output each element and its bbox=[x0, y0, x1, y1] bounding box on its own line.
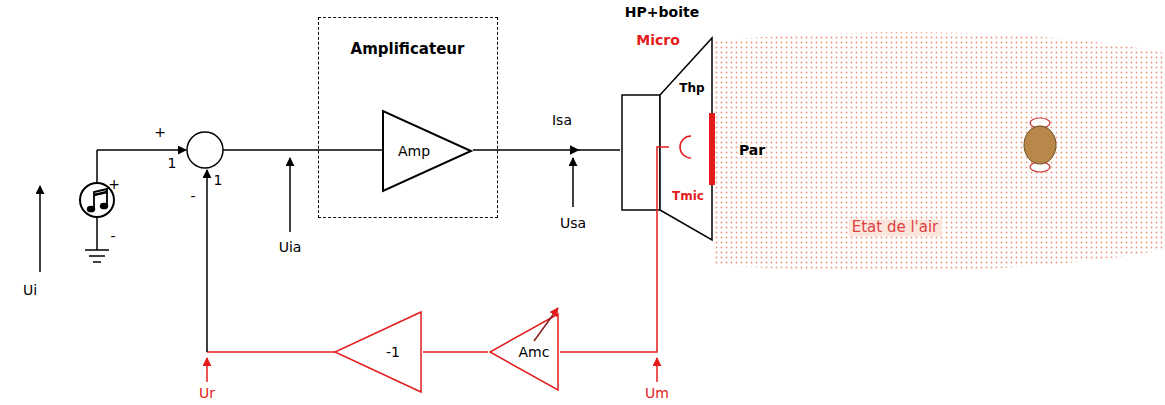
inverter-triangle: -1 bbox=[333, 310, 423, 394]
signal-label: Um bbox=[645, 385, 669, 401]
air-region: Etat de l'air bbox=[714, 35, 1165, 270]
outline-stroke bbox=[335, 312, 421, 392]
node-text: Amplificateur bbox=[351, 41, 465, 58]
node-text: Thp bbox=[679, 82, 704, 96]
outline-stroke bbox=[490, 314, 558, 390]
wire-stroke bbox=[223, 149, 382, 151]
audio-source bbox=[40, 150, 186, 272]
node-text: Micro bbox=[636, 32, 680, 48]
summing-junction bbox=[187, 132, 382, 232]
signal-label: + bbox=[154, 124, 166, 140]
outline-stroke bbox=[534, 308, 558, 341]
output-wiring bbox=[572, 158, 574, 207]
outline-stroke bbox=[622, 95, 660, 210]
wire-stroke bbox=[89, 255, 105, 257]
wire-stroke bbox=[572, 158, 574, 207]
feedback-wiring bbox=[207, 170, 657, 382]
node-text: Amp bbox=[398, 143, 430, 159]
wire-stroke bbox=[94, 189, 107, 209]
signal-label: + bbox=[108, 176, 120, 192]
signal-label: Uia bbox=[279, 239, 302, 255]
wire-stroke bbox=[96, 150, 98, 183]
wire-stroke bbox=[289, 158, 291, 232]
outline-stroke bbox=[714, 32, 1165, 270]
outline-stroke bbox=[383, 111, 471, 191]
wire-stroke bbox=[96, 217, 98, 250]
amplifier-triangle: Amp bbox=[381, 109, 473, 193]
wire-stroke bbox=[93, 261, 101, 263]
node-text: Tmic bbox=[672, 190, 704, 204]
mic-amplifier-triangle: Amc bbox=[488, 312, 560, 392]
outline-stroke bbox=[680, 136, 691, 158]
wire-stroke bbox=[187, 132, 223, 168]
node-text: Amc bbox=[519, 344, 550, 360]
wire-stroke bbox=[97, 149, 186, 151]
wire-stroke bbox=[39, 186, 41, 272]
signal-label: Ui bbox=[23, 282, 37, 298]
wire-stroke bbox=[206, 170, 208, 352]
node-text: -1 bbox=[386, 344, 400, 360]
amplifier-group: AmplificateurAmp bbox=[318, 17, 498, 218]
wire-stroke bbox=[206, 358, 208, 382]
signal-label: - bbox=[110, 228, 115, 244]
wire-stroke bbox=[85, 249, 109, 251]
signal-wire bbox=[560, 245, 657, 352]
signal-label: 1 bbox=[168, 155, 177, 171]
signal-wire bbox=[423, 351, 488, 353]
outline-stroke bbox=[1024, 126, 1056, 164]
outline-stroke bbox=[657, 147, 669, 245]
signal-label: Ur bbox=[199, 385, 215, 401]
outline-stroke bbox=[660, 38, 712, 240]
wire-stroke bbox=[207, 351, 335, 353]
signal-label: 1 bbox=[214, 172, 223, 188]
signal-label: Usa bbox=[560, 215, 586, 231]
node-text: HP+boite bbox=[625, 4, 699, 20]
outline-stroke bbox=[1024, 118, 1056, 172]
wire-stroke bbox=[656, 358, 658, 382]
speaker-box: HP+boiteMicroThpTmic bbox=[620, 0, 730, 245]
signal-label: Isa bbox=[552, 112, 572, 128]
signal-label: Par bbox=[739, 142, 765, 158]
signal-label: - bbox=[190, 188, 195, 204]
inverter-triangle-outline bbox=[333, 310, 423, 394]
signal-wire bbox=[473, 149, 620, 151]
wire-stroke bbox=[94, 192, 107, 195]
node-text: Etat de l'air bbox=[849, 219, 942, 236]
